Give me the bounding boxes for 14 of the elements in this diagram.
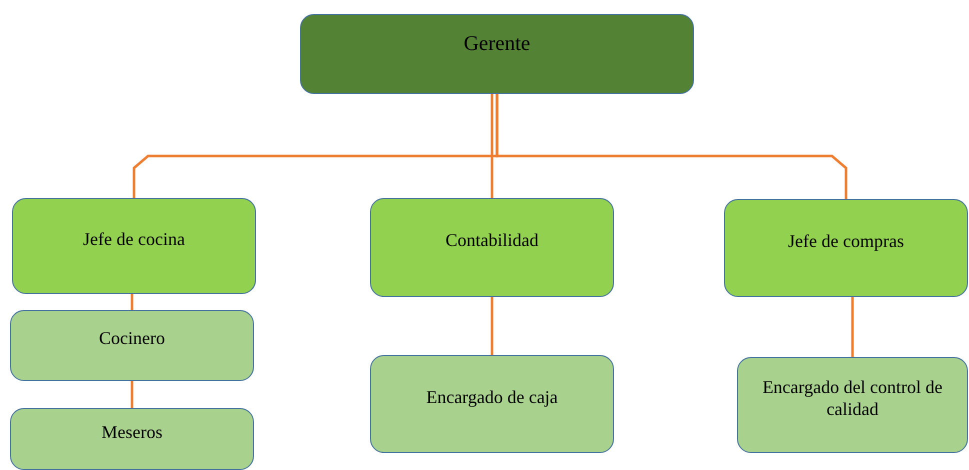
staff-box: Meseros (10, 408, 254, 470)
staff-box: Cocinero (10, 310, 254, 381)
connector-line (490, 297, 494, 355)
department-box: Contabilidad (370, 198, 614, 297)
connector-line (130, 381, 134, 408)
connector-line (130, 294, 134, 310)
staff-box: Encargado de caja (370, 355, 614, 453)
connector-line (851, 297, 854, 357)
staff-box: Encargado del control de calidad (737, 357, 968, 453)
connector-line (490, 94, 494, 198)
manager-box: Gerente (300, 14, 694, 94)
department-box: Jefe de compras (724, 199, 968, 297)
department-box: Jefe de cocina (12, 198, 256, 294)
connector-line (496, 94, 848, 199)
